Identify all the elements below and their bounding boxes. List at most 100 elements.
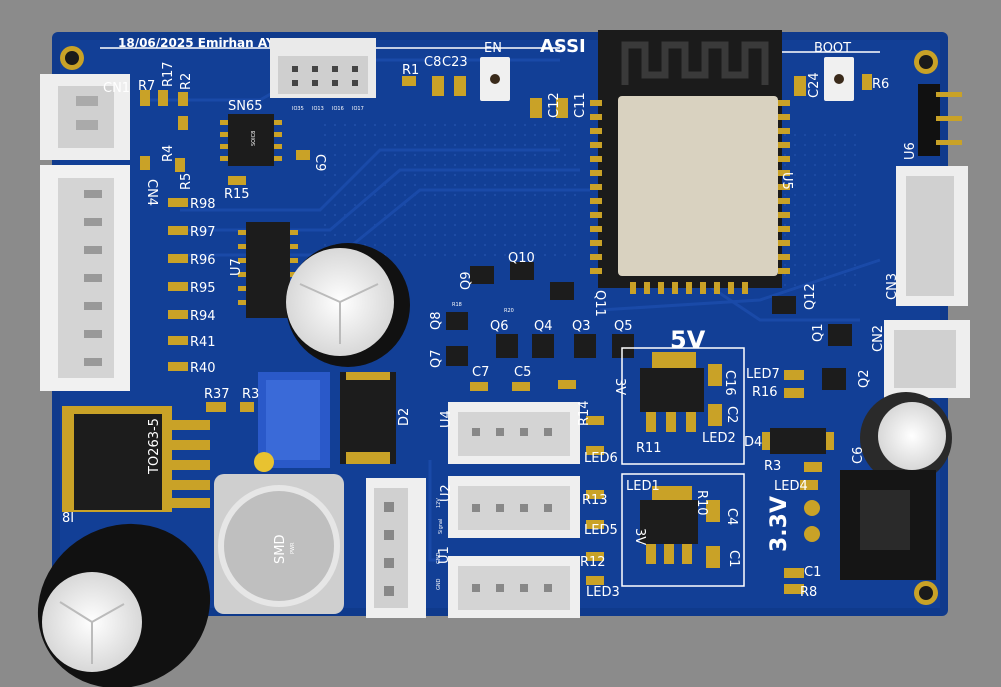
- board-title: ASSI: [540, 36, 586, 57]
- pcb-shape: [708, 404, 722, 426]
- silkscreen-label: C7: [472, 365, 489, 380]
- pcb-shape: [621, 473, 745, 587]
- pcb-shape: [470, 382, 488, 391]
- pcb-shape: [292, 80, 298, 86]
- ref-R97: R97: [190, 225, 216, 240]
- pcb-shape: [158, 90, 168, 106]
- ref-R94: R94: [190, 309, 216, 324]
- silkscreen-label: C8: [424, 55, 441, 70]
- silkscreen-label: R13: [582, 493, 608, 508]
- silkscreen-label: Q1: [811, 323, 826, 342]
- silkscreen-label: D2: [397, 408, 412, 426]
- pcb-shape: [512, 382, 530, 391]
- pcb-shape: [346, 452, 390, 464]
- pcb-shape: [618, 96, 778, 276]
- silkscreen-label: 8I: [62, 511, 74, 526]
- pcb-shape: [266, 380, 320, 460]
- silkscreen-label: 3V: [612, 378, 627, 395]
- silkscreen-label: CN2: [871, 325, 886, 352]
- pcb-shape: [936, 140, 962, 145]
- pcb-shape: [778, 198, 790, 204]
- silkscreen-label: TO263-5: [147, 418, 162, 475]
- pcb-shape: [794, 76, 806, 96]
- pcb-shape: [556, 98, 568, 118]
- pcb-shape: [706, 500, 720, 522]
- pcb-shape: [574, 334, 596, 358]
- pcb-shape: [312, 66, 318, 72]
- silkscreen-label: 3V: [632, 528, 647, 545]
- silkscreen-label: IO17: [352, 106, 364, 112]
- silkscreen-label: IO13: [312, 106, 324, 112]
- pcb-shape: [168, 226, 188, 235]
- ref-R40: R40: [190, 361, 216, 376]
- power-signal-connector: 12V Signal GND GND: [366, 478, 444, 618]
- pcb-shape: [800, 462, 822, 490]
- pcb-shape: [778, 156, 790, 162]
- pcb-shape: [894, 330, 956, 388]
- pcb-shape: [590, 212, 602, 218]
- ref-R41: R41: [190, 335, 216, 350]
- pcb-shape: [544, 428, 552, 436]
- pcb-shape: [472, 584, 480, 592]
- pcb-shape: [168, 362, 188, 371]
- pcb-shape: [332, 80, 338, 86]
- silkscreen-label: R18: [452, 302, 462, 308]
- pcb-shape: [708, 364, 722, 386]
- pcb-shape: [714, 282, 720, 294]
- silkscreen-label: Q7: [429, 349, 444, 368]
- silkscreen-label: LED4: [774, 479, 808, 494]
- u2-connector: U2: [439, 476, 580, 538]
- silkscreen-label: R3: [242, 387, 259, 402]
- silkscreen-label: U7: [229, 258, 244, 276]
- silkscreen-label: Q9: [459, 271, 474, 290]
- pcb-shape: [218, 485, 340, 607]
- pcb-shape: [784, 370, 804, 380]
- pcb-shape: [778, 212, 790, 218]
- pcb-shape: [76, 120, 98, 130]
- silkscreen-label: Q12: [803, 283, 818, 310]
- pcb-shape: [778, 268, 790, 274]
- silkscreen-label: R20: [504, 308, 514, 314]
- pcb-shape: [686, 282, 692, 294]
- pcb-shape: [206, 402, 254, 412]
- pcb-shape: [590, 100, 790, 294]
- pcb-shape: [296, 150, 310, 160]
- silkscreen-label: SMD: [273, 535, 288, 564]
- silkscreen-label: C12: [547, 92, 562, 118]
- silkscreen-label: C23: [442, 55, 468, 70]
- pcb-shape: [590, 114, 602, 120]
- pcb-shape: [612, 334, 634, 358]
- u4-connector: U4: [439, 402, 580, 464]
- pcb-shape: [228, 114, 274, 166]
- electrolytic-capacitor-large: [37, 523, 211, 687]
- pcb-shape: [312, 80, 318, 86]
- pcb-shape: [590, 226, 602, 232]
- pcb-shape: [906, 176, 954, 296]
- pcb-shape: [432, 76, 444, 96]
- pcb-shape: [168, 282, 188, 291]
- pcb-shape: [778, 100, 790, 106]
- pcb-shape: [84, 358, 102, 366]
- pcb-shape: [178, 116, 188, 130]
- pcb-shape: [454, 76, 466, 96]
- pcb-shape: [496, 428, 504, 436]
- pcb-shape: [834, 74, 844, 84]
- pcb-shape: [384, 558, 394, 568]
- pcb-shape: [162, 460, 210, 470]
- pcb-shape: [762, 432, 770, 450]
- silkscreen-label: R6: [872, 77, 889, 92]
- dc-jack: [804, 470, 936, 580]
- silkscreen-label: R2: [179, 73, 194, 90]
- silkscreen-label: R4: [161, 145, 176, 162]
- pcb-shape: [590, 128, 602, 134]
- pcb-shape: [220, 144, 228, 149]
- pcb-shape: [826, 432, 834, 450]
- silkscreen-label: R7: [138, 79, 155, 94]
- pcb-shape: [778, 254, 790, 260]
- pcb-shape: [472, 584, 552, 592]
- pcb-shape: [496, 334, 518, 358]
- silkscreen-label: 5V: [670, 326, 706, 354]
- pcb-shape: [220, 120, 282, 161]
